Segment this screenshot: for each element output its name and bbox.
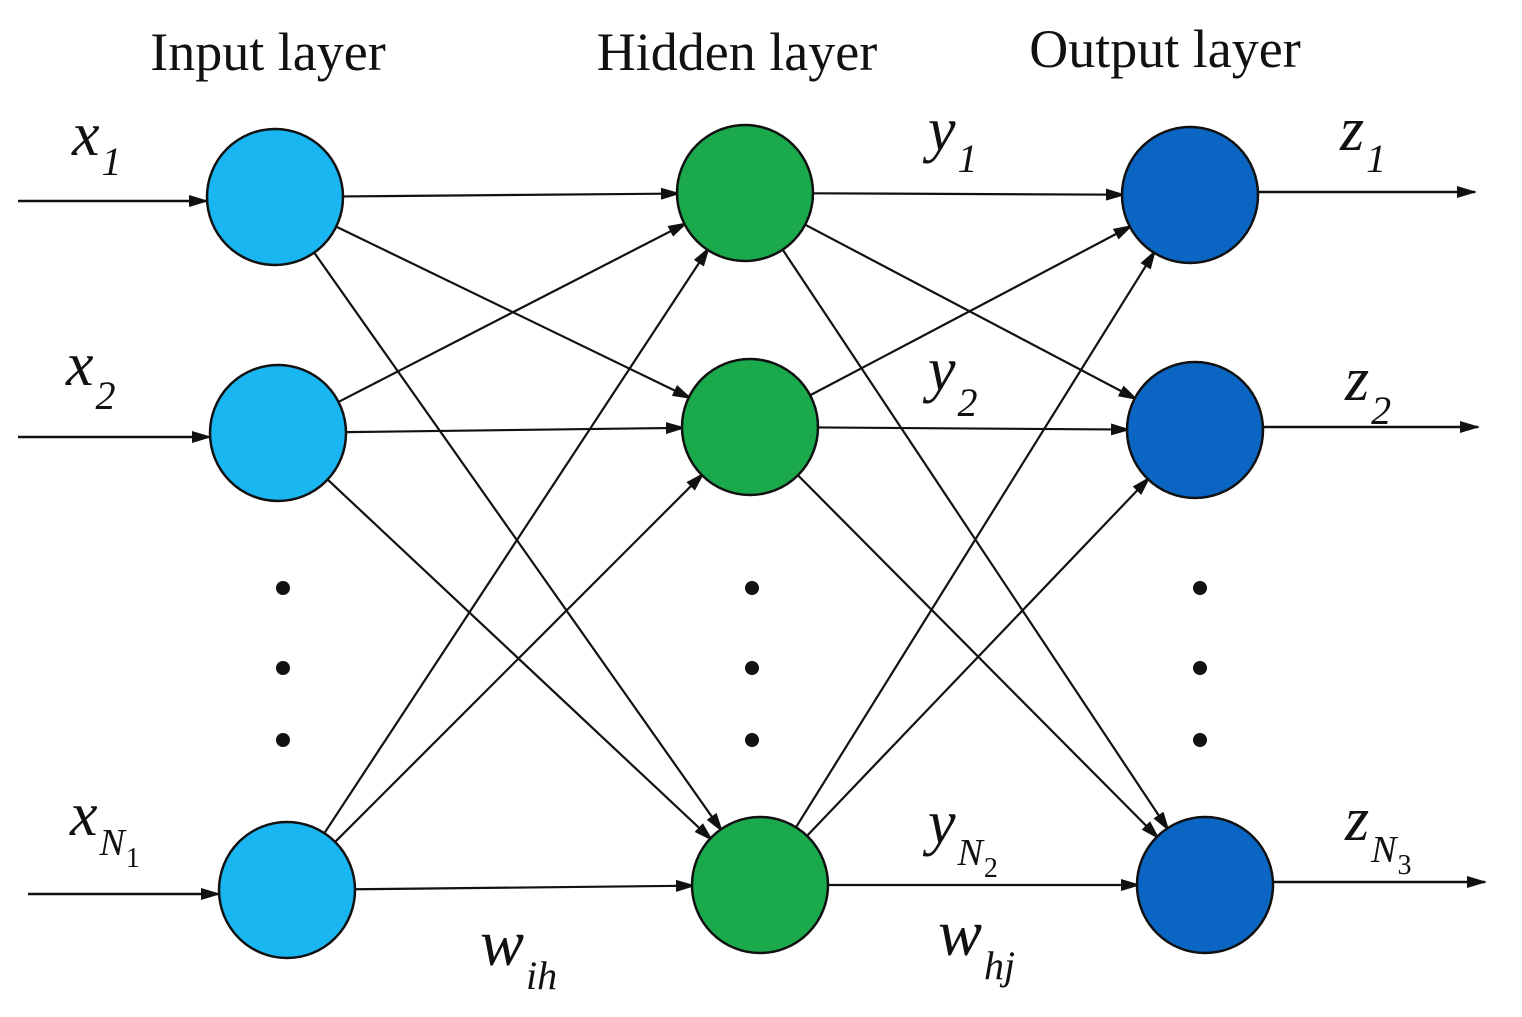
input-hidden-edge-1-3 (313, 251, 724, 833)
output-neuron-2 (1125, 360, 1265, 500)
layer-title-hidden: Hidden layer (597, 22, 877, 82)
input-ellipsis-dot-2 (276, 661, 290, 675)
input-ellipsis-dot-3 (276, 733, 290, 747)
input-hidden-edge-2-1 (337, 222, 689, 403)
weight-label-ih: wih (480, 907, 557, 998)
output-label-1: z1 (1339, 96, 1386, 181)
hidden-neuron-3 (690, 815, 830, 955)
input-neuron-3 (217, 820, 357, 960)
io-arrows (18, 186, 1487, 900)
hidden-output-edge-2-1 (809, 224, 1134, 397)
output-label-2: z2 (1344, 346, 1391, 433)
hidden-output-edge-1-1 (812, 188, 1127, 201)
hidden-output-edge-1-2 (804, 223, 1139, 401)
hidden-output-edge-3-1 (795, 249, 1157, 828)
hidden-output-label-1: y1 (922, 96, 978, 181)
hidden-ellipsis-dot-2 (745, 661, 759, 675)
layer-title-output: Output layer (1029, 19, 1300, 79)
connection-lines (313, 187, 1170, 892)
input-hidden-edge-3-3 (354, 879, 697, 892)
output-neuron-3 (1135, 815, 1275, 955)
input-hidden-edge-3-2 (334, 472, 705, 843)
input-hidden-edge-2-3 (326, 478, 714, 842)
ellipsis-dots (276, 581, 1207, 747)
hidden-output-edge-3-2 (806, 476, 1151, 837)
hidden-output-label-2: y2 (922, 336, 978, 425)
input-neuron-1 (205, 127, 345, 267)
input-label-n: xN1 (69, 781, 140, 874)
hidden-neuron-2 (680, 357, 820, 497)
neurons (205, 123, 1275, 960)
hidden-ellipsis-dot-1 (745, 581, 759, 595)
layer-title-input: Input layer (150, 22, 385, 82)
input-label-2: x2 (65, 331, 116, 418)
input-hidden-edge-3-1 (323, 246, 710, 834)
hidden-output-label-n: yN2 (922, 789, 998, 884)
output-label-n: zN3 (1344, 786, 1412, 881)
input-hidden-edge-1-1 (342, 187, 682, 200)
weight-label-hj: whj (938, 897, 1015, 988)
hidden-neuron-1 (675, 123, 815, 263)
input-neuron-2 (208, 363, 348, 503)
input-hidden-edge-2-2 (345, 422, 687, 435)
hidden-output-edge-2-2 (817, 423, 1132, 436)
output-neuron-1 (1120, 125, 1260, 265)
output-ellipsis-dot-2 (1193, 661, 1207, 675)
hidden-ellipsis-dot-3 (745, 733, 759, 747)
input-label-1: x1 (71, 101, 122, 184)
output-ellipsis-dot-1 (1193, 581, 1207, 595)
output-ellipsis-dot-3 (1193, 733, 1207, 747)
input-ellipsis-dot-1 (276, 581, 290, 595)
